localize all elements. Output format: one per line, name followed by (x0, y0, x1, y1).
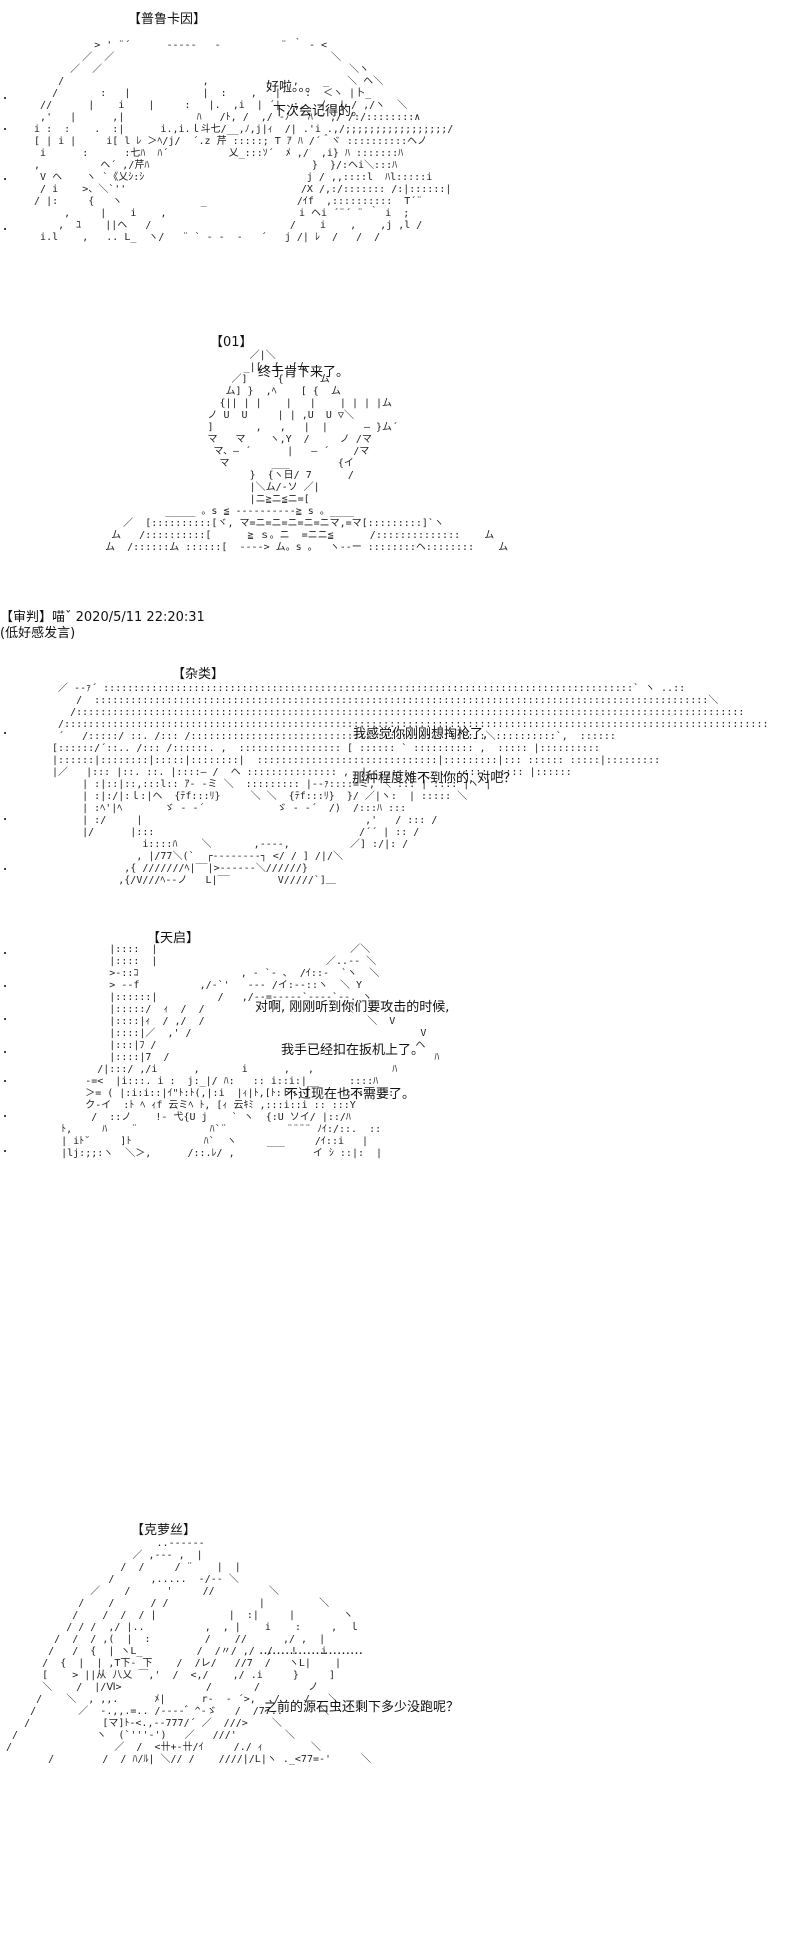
margin-dot (4, 1018, 6, 1020)
dialogue-kroos-1: …………………… (259, 1643, 363, 1658)
margin-dot (4, 868, 6, 870)
speaker-name-01: 【01】 (210, 335, 253, 350)
margin-dot (4, 1115, 6, 1117)
dialogue-apocalypse-1: 对啊, 刚刚听到你们要攻击的时候, (255, 1000, 450, 1015)
speaker-name-kroos: 【克萝丝】 (131, 1523, 197, 1538)
speaker-name-procaine: 【普鲁卡因】 (128, 12, 207, 27)
margin-dot (4, 985, 6, 987)
margin-dot (4, 818, 6, 820)
speaker-name-misc: 【杂类】 (172, 667, 225, 682)
dialogue-apocalypse-2: 我手已经扣在扳机上了。 (281, 1043, 425, 1058)
margin-dot (4, 1080, 6, 1082)
margin-dot (4, 178, 6, 180)
ascii-art-kroos: ..‐‐‐‐‐‐ ／ ,‐‐‐ , | / / / ¨ | | / ,.....… (6, 1538, 372, 1765)
margin-dot (4, 1051, 6, 1053)
dialogue-apocalypse-3: 不过现在也不需要了。 (285, 1087, 416, 1102)
verdict-body: (低好感发言) (0, 626, 76, 641)
speaker-name-apocalypse: 【天启】 (147, 931, 200, 946)
margin-dot (4, 732, 6, 734)
dialogue-procaine-2: 下次会记得的。 (273, 104, 365, 119)
dialogue-01-1: 终于肯下来了。 (258, 365, 350, 380)
dialogue-kroos-2: 之前的源石虫还剩下多少没跑呢？ (264, 1700, 460, 1715)
margin-dot (4, 228, 6, 230)
dialogue-misc-1: 我感觉你刚刚想掏枪了, (353, 727, 488, 742)
margin-dot (4, 952, 6, 954)
margin-dot (4, 97, 6, 99)
ascii-art-01: ／|＼ _|[ [ [ム ／] { ム ム] } ,ﾍ [ { ム {|| | … (105, 350, 509, 553)
margin-dot (4, 1150, 6, 1152)
ascii-art-apocalypse: |:::: | ／＼ |:::: | ／..‐‐ ＼ >‐::ｺ , ‐ `‐ … (61, 944, 440, 1159)
margin-dot (4, 128, 6, 130)
ascii-art-procaine: > ' ¨´ ‐‐‐‐‐ ‐ ¨ ｀ ‐ < ／ ／ ＼ ／ ／ ＼ヽ / , … (34, 40, 454, 243)
verdict-header: 【审判】喵ˇ 2020/5/11 22:20:31 (0, 610, 205, 625)
dialogue-misc-2: 那种程度难不到你的, 对吧？ (352, 771, 517, 786)
dialogue-procaine-1: 好啦。。。 (266, 80, 319, 95)
ascii-art-misc: ／ ‐‐ｧ´ :::::::::::::::::::::::::::::::::… (52, 683, 769, 886)
